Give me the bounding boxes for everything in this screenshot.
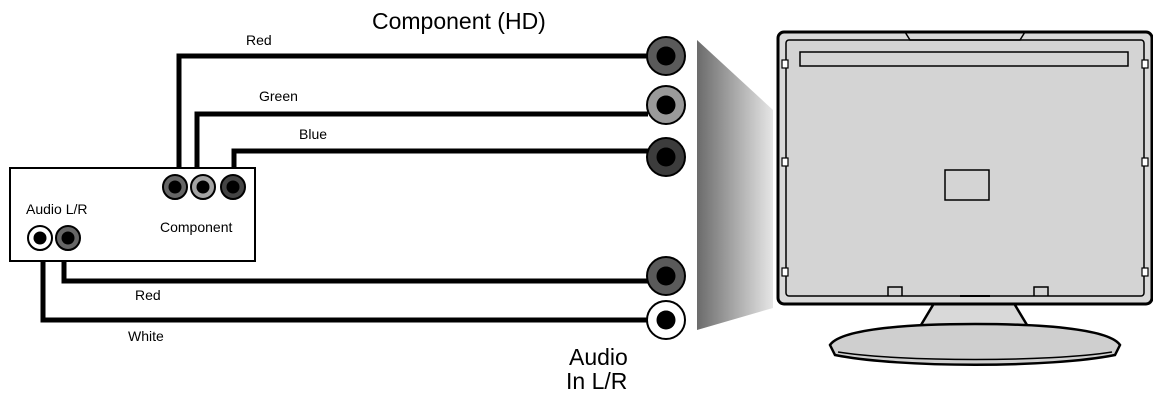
tv-stand-base (828, 322, 1122, 366)
tv-jack-green[interactable] (646, 85, 686, 125)
device-jack-green[interactable] (190, 174, 216, 200)
component-hd-heading: Component (HD) (372, 8, 546, 34)
audio-in-label-line2: In L/R (566, 368, 628, 394)
cable-label-red-video: Red (246, 32, 272, 48)
device-jack-audio-red[interactable] (55, 225, 81, 251)
device-jack-blue[interactable] (220, 174, 246, 200)
cable-label-white-audio: White (128, 328, 164, 344)
tv-jack-audio-white[interactable] (646, 300, 686, 340)
tv-back-illustration (776, 30, 1153, 366)
audio-in-label-line1: Audio (569, 344, 628, 370)
cable-red-video (176, 53, 648, 180)
device-audio-label: Audio L/R (26, 201, 88, 217)
cable-blue (231, 148, 648, 180)
tv-jack-audio-red[interactable] (646, 256, 686, 296)
cable-label-blue: Blue (299, 126, 328, 142)
device-jack-audio-white[interactable] (27, 225, 53, 251)
cable-white-audio (40, 252, 648, 323)
connection-panel-highlight (697, 40, 773, 330)
device-jack-red[interactable] (162, 174, 188, 200)
tv-back-plate (944, 169, 990, 201)
tv-jack-blue[interactable] (646, 137, 686, 177)
cable-label-green: Green (259, 88, 298, 104)
cable-label-red-audio: Red (135, 287, 161, 303)
tv-jack-red-video[interactable] (646, 36, 686, 76)
cable-green (194, 111, 648, 180)
device-component-label: Component (160, 219, 233, 235)
